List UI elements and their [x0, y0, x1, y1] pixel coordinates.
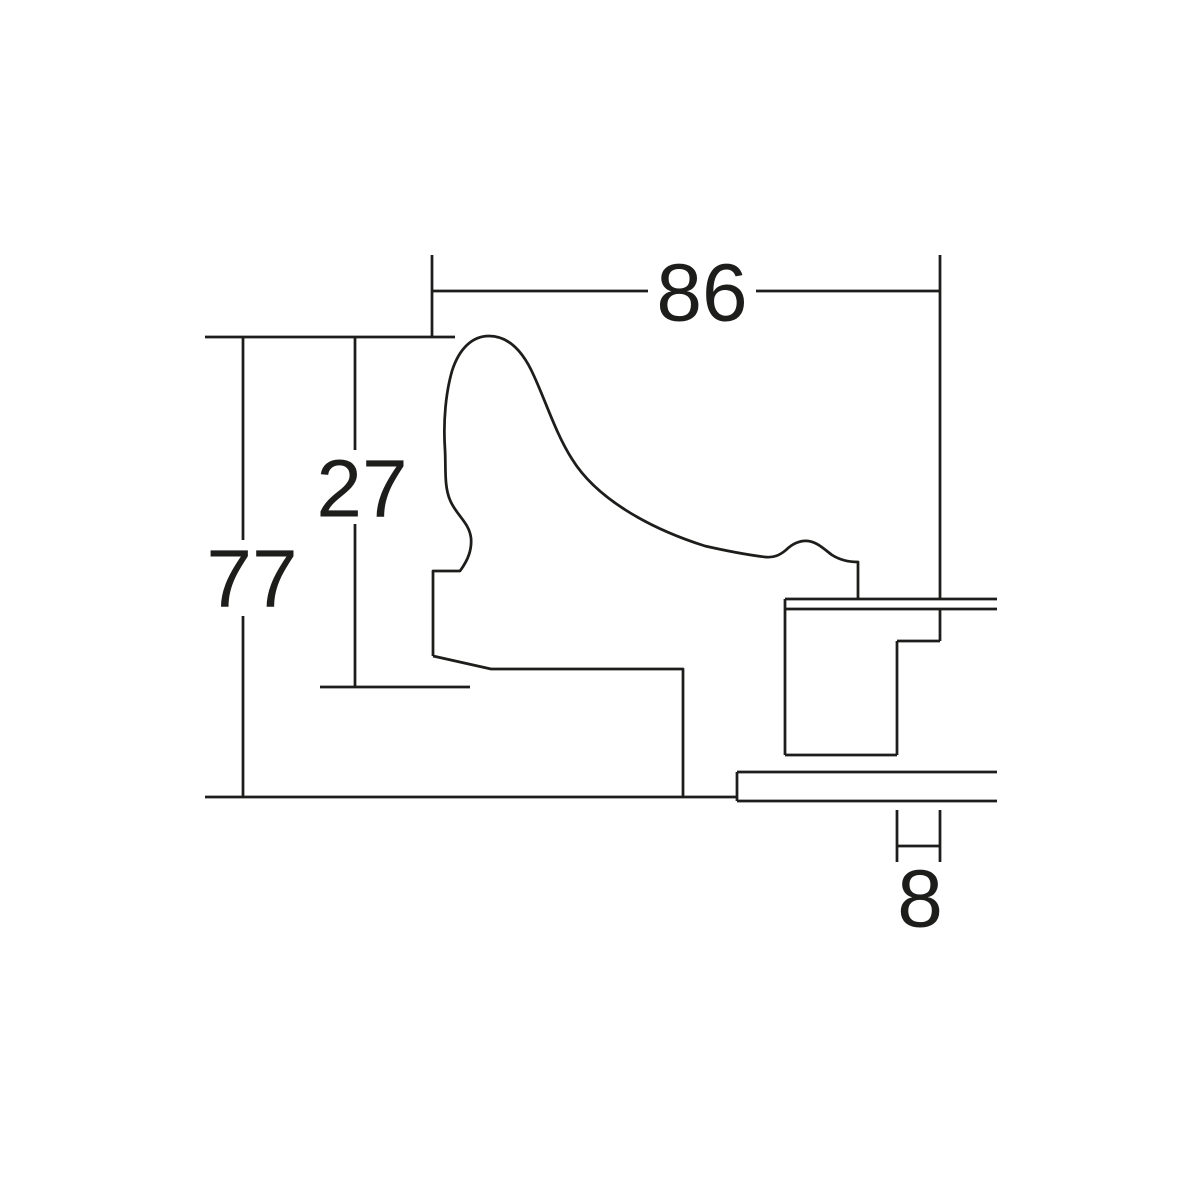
dimension-inner-height: 27 — [316, 337, 470, 689]
dimension-total-height: 77 — [205, 335, 737, 799]
dimension-label-bottom-width: 8 — [897, 854, 943, 945]
moulding-profile — [431, 334, 860, 797]
dimension-bottom-width: 8 — [895, 810, 943, 945]
dimension-label-top-width: 86 — [656, 248, 747, 339]
moulding-profile-outline — [431, 334, 860, 656]
dimension-top-width: 86 — [430, 248, 942, 599]
dimension-label-total-height: 77 — [206, 534, 297, 625]
dimension-label-inner-height: 27 — [316, 444, 407, 535]
moulding-profile-bottom — [432, 654, 685, 797]
frame-assembly — [735, 597, 997, 803]
